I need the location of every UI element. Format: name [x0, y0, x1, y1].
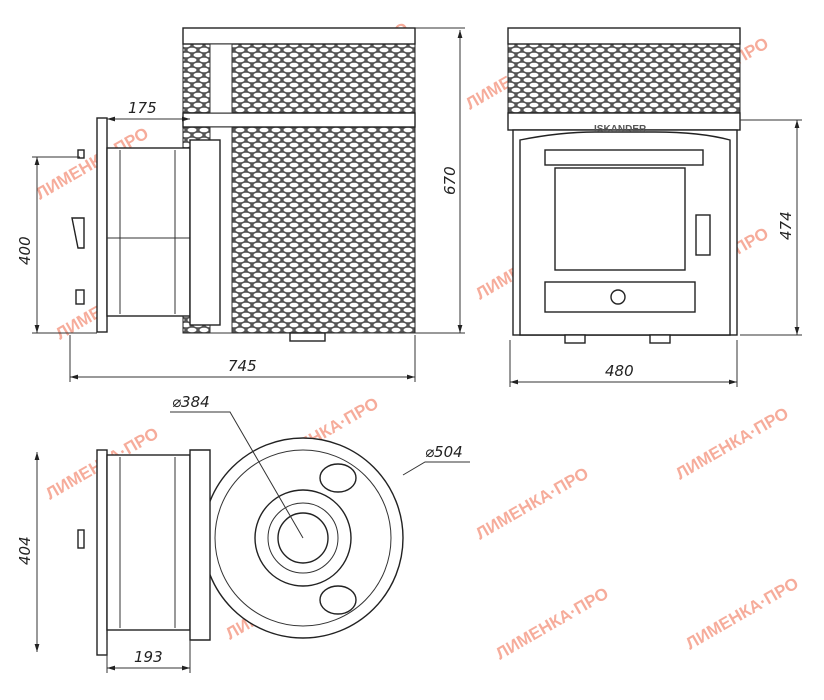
dim-480: 480 [605, 362, 634, 380]
dimension-lines [32, 27, 802, 673]
dim-474: 474 [777, 211, 795, 240]
dim-504: ⌀504 [425, 443, 463, 461]
dim-175: 175 [128, 99, 157, 117]
dim-670: 670 [441, 166, 459, 195]
dim-745: 745 [228, 357, 257, 375]
watermark: ЛИМЕНКА·ПРО [673, 404, 792, 484]
side-view [71, 27, 416, 342]
brand-label: ISKANDER [594, 124, 647, 135]
watermark: ЛИМЕНКА·ПРО [493, 584, 612, 664]
front-view: ISKANDER [507, 27, 741, 344]
watermark: ЛИМЕНКА·ПРО [683, 574, 802, 654]
dim-404: 404 [16, 536, 34, 565]
dim-400: 400 [16, 236, 34, 265]
dim-384: ⌀384 [172, 393, 210, 411]
dim-193: 193 [134, 648, 163, 666]
watermark: ЛИМЕНКА·ПРО [473, 464, 592, 544]
